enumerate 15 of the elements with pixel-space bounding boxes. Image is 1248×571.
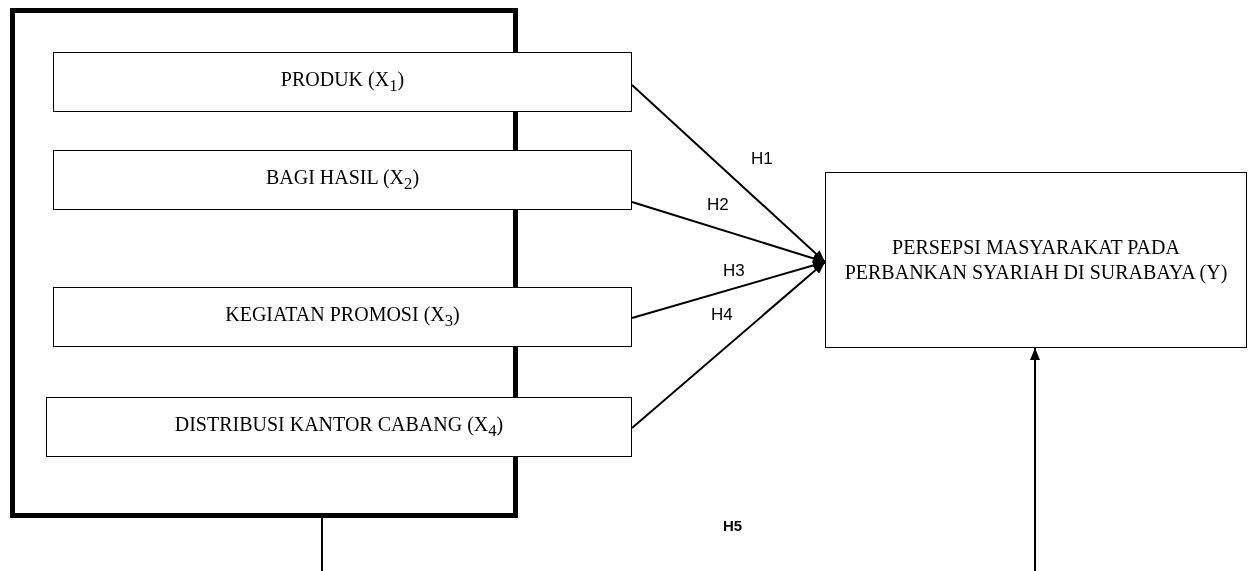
variable-box <box>53 150 632 210</box>
variable-label: PERSEPSI MASYARAKAT PADA PERBANKAN SYARIAH DI SURABAYA (Y) <box>843 235 1229 285</box>
variable-label: KEGIATAN PROMOSI (X$_{3}$) <box>225 302 460 332</box>
variable-box <box>53 52 632 112</box>
arrow <box>631 260 826 319</box>
variable-label: BAGI HASIL (X$_{2}$) <box>265 165 420 195</box>
outcome-box <box>825 172 1247 348</box>
variable-label: PRODUK (X$_{1}$) <box>280 67 405 97</box>
arrow <box>631 261 826 429</box>
variable-label: DISTRIBUSI KANTOR CABANG (X$_{4}$) <box>174 412 504 442</box>
arrow <box>631 201 826 264</box>
variable-box <box>46 397 632 457</box>
arrow <box>321 347 1040 571</box>
variable-box <box>53 287 632 347</box>
arrow <box>631 84 826 263</box>
